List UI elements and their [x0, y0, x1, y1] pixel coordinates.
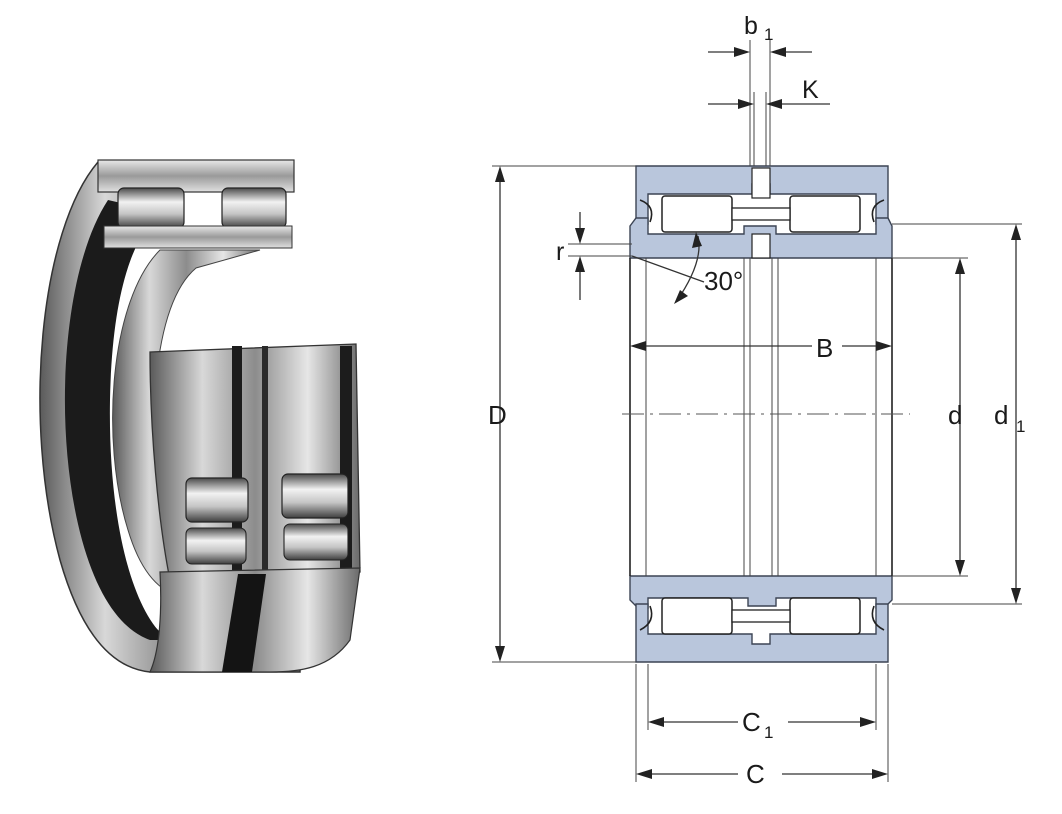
bearing-render [39, 159, 361, 673]
lower-left-roller [661, 597, 733, 635]
upper-right-roller [789, 195, 861, 233]
upper-left-roller [661, 195, 733, 233]
C-arrow-right [872, 769, 888, 779]
D-arrow-top [495, 166, 505, 182]
K-arrow-right [766, 99, 782, 109]
d-arrow-top [955, 258, 965, 274]
lower-roller-right [281, 473, 349, 519]
B-arrow-right [876, 341, 892, 351]
snap-ring-upper-right [871, 199, 885, 223]
d-arrow-bottom [955, 560, 965, 576]
lower-roller-right-2 [283, 523, 349, 561]
B-label: B [816, 333, 833, 363]
d1-label: d [994, 400, 1008, 430]
upper-ring-block [97, 159, 295, 193]
lower-roller-left-2 [185, 527, 247, 565]
D-label: D [488, 400, 507, 430]
lower-outer-ring [635, 603, 889, 663]
C1-arrow-right [860, 717, 876, 727]
lower-roller-left [185, 477, 249, 523]
r-label: r [556, 238, 564, 266]
seal-ring [64, 200, 168, 640]
upper-roller-right [221, 187, 287, 229]
K-arrow-left [738, 99, 754, 109]
C-arrow-left [636, 769, 652, 779]
angle-leader [631, 255, 705, 283]
lubrication-hole-inner [751, 233, 771, 259]
r-arrow-bottom [575, 256, 585, 272]
b1-label: b [744, 12, 758, 40]
C1-arrow-left [648, 717, 664, 727]
C1-label: C [742, 707, 761, 737]
b1-arrow-left [734, 47, 750, 57]
d1-subscript: 1 [1016, 417, 1025, 436]
B-arrow-left [630, 341, 646, 351]
snap-ring-upper-left [639, 199, 653, 223]
b1-subscript: 1 [764, 25, 773, 44]
bearing-section-drawing: D d d 1 B C 1 [488, 12, 1025, 789]
r-arrow-top [575, 228, 585, 244]
d1-arrow-bottom [1011, 588, 1021, 604]
lower-seal [222, 574, 266, 672]
lower-right-roller [789, 597, 861, 635]
groove-left [232, 346, 242, 572]
D-arrow-bottom [495, 646, 505, 662]
d1-arrow-top [1011, 224, 1021, 240]
lubrication-hole-outer [751, 167, 771, 199]
angle-arrow-top [692, 232, 702, 248]
K-label: K [802, 76, 819, 104]
angle-label: 30° [704, 266, 743, 296]
upper-ring-base [103, 225, 293, 249]
lower-cage-bar [731, 609, 791, 623]
d-label: d [948, 400, 962, 430]
snap-ring-lower-left [639, 605, 653, 631]
C1-subscript: 1 [764, 723, 773, 742]
angle-arrow-bottom [674, 290, 688, 304]
upper-roller-left [117, 187, 185, 229]
groove-center [262, 346, 268, 572]
b1-arrow-right [770, 47, 786, 57]
snap-ring-lower-right [871, 605, 885, 631]
C-label: C [746, 759, 765, 789]
upper-cage-bar [731, 207, 791, 221]
